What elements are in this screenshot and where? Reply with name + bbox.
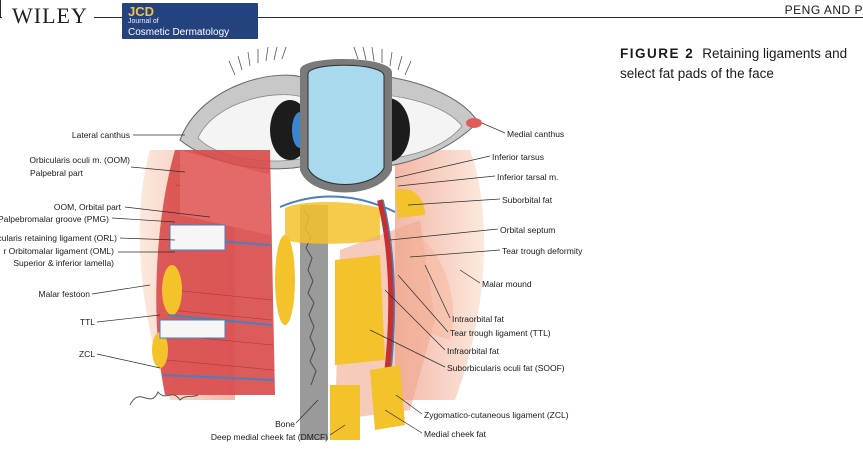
label-orl: bicularis retaining ligament (ORL) <box>0 233 117 243</box>
left-orl-box <box>169 224 226 251</box>
label-dmcf: Deep medial cheek fat (DMCF) <box>211 432 328 442</box>
leader-lines-left <box>91 134 346 436</box>
header-rule <box>0 17 863 18</box>
label-suborbital-fat: Suborbital fat <box>502 195 553 205</box>
label-oom-orbital: OOM, Orbital part <box>54 202 122 212</box>
label-palpebral-part: Palpebral part <box>30 168 84 178</box>
left-eyelid-fold <box>180 150 270 235</box>
intraorbital-fat-right <box>395 189 425 218</box>
artist-signature <box>129 391 199 406</box>
label-tear-trough-ligament: Tear trough ligament (TTL) <box>450 328 551 338</box>
label-orbital-septum: Orbital septum <box>500 225 555 235</box>
upper-eyelashes <box>228 46 412 76</box>
left-lateral-fat <box>275 235 295 325</box>
label-lateral-canthus: Lateral canthus <box>72 130 130 140</box>
label-inferior-tarsal-m: Inferior tarsal m. <box>497 172 558 182</box>
label-medial-cheek-fat: Medial cheek fat <box>424 429 487 439</box>
journal-abbrev: JCD <box>128 4 155 19</box>
journal-line2: Cosmetic Dermatology <box>128 27 230 38</box>
left-malar-fat-upper <box>162 265 182 315</box>
label-intraorbital-fat: Intraorbital fat <box>452 314 505 324</box>
globe-section-cornea <box>307 64 385 185</box>
deep-medial-cheek-fat <box>330 385 360 440</box>
label-pmg: Palpebromalar groove (PMG) <box>0 214 109 224</box>
left-malar-fat-lower <box>152 332 168 368</box>
label-medial-canthus: Medial canthus <box>507 129 564 139</box>
label-tear-trough-deformity: Tear trough deformity <box>502 246 583 256</box>
journal-line1: Journal of <box>128 18 159 25</box>
bone-column <box>300 205 328 440</box>
label-bone: Bone <box>275 419 295 429</box>
journal-badge[interactable]: JCD Journal of Cosmetic Dermatology <box>122 3 258 39</box>
malar-mound-skin <box>410 230 454 340</box>
leader-lines-right <box>369 122 506 434</box>
medial-cheek-fat <box>370 365 405 430</box>
left-ttl-box <box>159 319 226 339</box>
suborbital-fat <box>285 202 380 244</box>
running-head: PENG AND P <box>778 3 863 17</box>
soof-pad <box>335 255 385 365</box>
label-zcl-right: Zygomatico-cutaneous ligament (ZCL) <box>424 410 569 420</box>
header-left-tick <box>0 0 1 18</box>
label-lamella: Superior & inferior lamella) <box>13 258 114 268</box>
figure-label: FIGURE 2 <box>620 46 695 61</box>
label-inferior-tarsus: Inferior tarsus <box>492 152 544 162</box>
label-oml: r Orbitomalar ligament (OML) <box>3 246 114 256</box>
publisher-logo[interactable]: WILEY <box>2 3 94 29</box>
label-infraorbital-fat: Infraorbital fat <box>447 346 500 356</box>
label-oom: Orbicularis oculi m. (OOM) <box>29 155 130 165</box>
label-ttl-left: TTL <box>80 317 95 327</box>
label-malar-festoon: Malar festoon <box>39 289 91 299</box>
label-zcl-left: ZCL <box>79 349 95 359</box>
label-soof: Suborbicularis oculi fat (SOOF) <box>447 363 565 373</box>
medial-canthus-caruncle <box>466 118 482 128</box>
label-malar-mound: Malar mound <box>482 279 532 289</box>
figure-caption-text: Retaining ligaments and select fat pads … <box>620 46 848 81</box>
